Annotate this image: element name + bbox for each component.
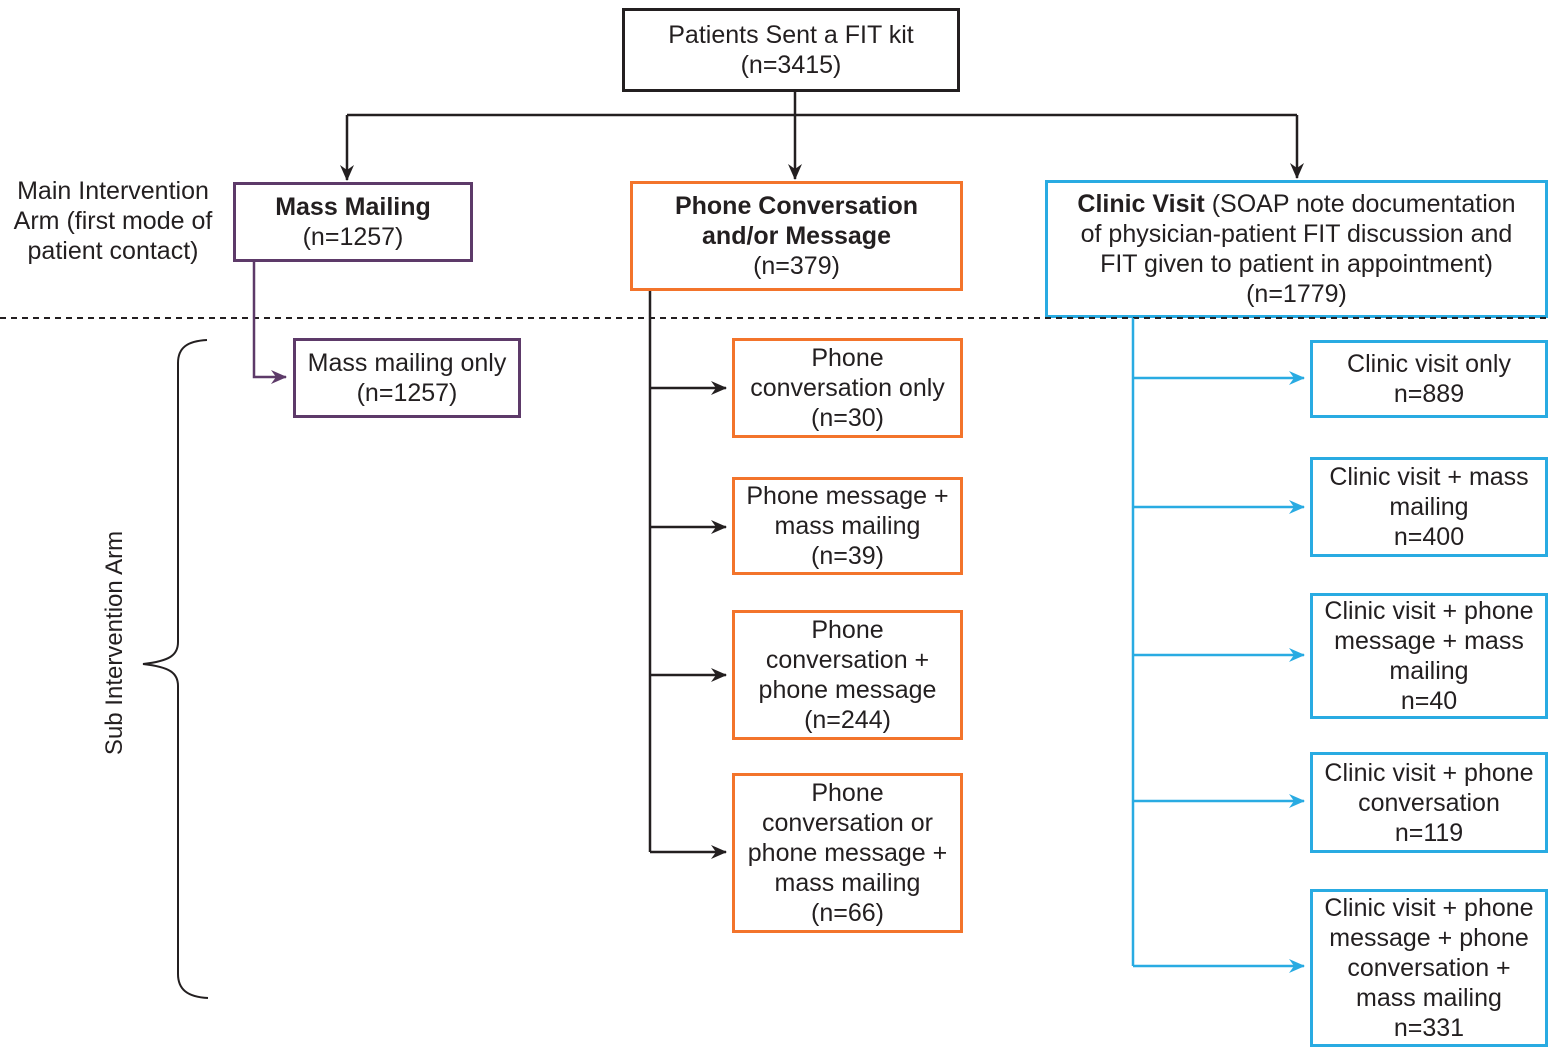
- sub-box-clinic-msg-mass-mailing: Clinic visit + phone message + mass mail…: [1310, 593, 1548, 719]
- sub-box-label: Clinic visit only n=889: [1347, 350, 1511, 408]
- mass-mailing-arm-count: (n=1257): [302, 223, 404, 251]
- sub-box-label: Clinic visit + phone message + mass mail…: [1324, 597, 1534, 715]
- sub-intervention-arm-label: Sub Intervention Arm: [101, 530, 128, 756]
- clinic-arm-text: Clinic Visit (SOAP note documentation of…: [1077, 189, 1515, 309]
- edge-mass-to-sub: [252, 262, 287, 384]
- root-box-label: Patients Sent a FIT kit (n=3415): [668, 21, 914, 79]
- sub-box-phone-conversation-phone-message: Phone conversation + phone message (n=24…: [732, 610, 963, 740]
- clinic-arm-title: Clinic Visit: [1077, 190, 1205, 218]
- mass-mailing-arm-title: Mass Mailing: [275, 193, 431, 221]
- sub-box-label: Clinic visit + phone conversation n=119: [1324, 758, 1534, 847]
- clinic-arm-detail: (SOAP note documentation of physician-pa…: [1080, 190, 1516, 308]
- sub-box-label: Clinic visit + mass mailing n=400: [1329, 463, 1529, 551]
- sub-box-phone-message-mass-mailing: Phone message + mass mailing (n=39): [732, 477, 963, 575]
- sub-box-label: Phone conversation only (n=30): [750, 344, 945, 432]
- clinic-arm-box: Clinic Visit (SOAP note documentation of…: [1045, 180, 1548, 318]
- sub-box-label: Phone conversation or phone message + ma…: [747, 779, 948, 927]
- sub-box-label: Phone message + mass mailing (n=39): [746, 482, 949, 570]
- sub-box-phone-conv-or-msg-mass-mailing: Phone conversation or phone message + ma…: [732, 773, 963, 933]
- phone-arm-text: Phone Conversation and/or Message(n=379): [675, 191, 918, 281]
- sub-box-label: Phone conversation + phone message (n=24…: [758, 616, 937, 734]
- main-intervention-arm-label: Main Intervention Arm (first mode of pat…: [13, 177, 213, 265]
- phone-arm-title: Phone Conversation and/or Message: [674, 192, 919, 250]
- sub-box-label: Mass mailing only (n=1257): [307, 349, 507, 407]
- mass-mailing-arm-text: Mass Mailing(n=1257): [275, 192, 431, 252]
- phone-arm-box: Phone Conversation and/or Message(n=379): [630, 181, 963, 291]
- phone-arm-count: (n=379): [753, 252, 840, 280]
- sub-box-mass-mailing-only: Mass mailing only (n=1257): [293, 338, 521, 418]
- sub-box-clinic-mass-mailing: Clinic visit + mass mailing n=400: [1310, 457, 1548, 557]
- sub-box-clinic-all-modes: Clinic visit + phone message + phone con…: [1310, 889, 1548, 1047]
- root-box: Patients Sent a FIT kit (n=3415): [622, 8, 960, 92]
- sub-box-phone-conversation-only: Phone conversation only (n=30): [732, 338, 963, 438]
- sub-box-clinic-phone-conversation: Clinic visit + phone conversation n=119: [1310, 752, 1548, 853]
- sub-box-label: Clinic visit + phone message + phone con…: [1324, 894, 1534, 1042]
- sub-box-clinic-visit-only: Clinic visit only n=889: [1310, 340, 1548, 418]
- sub-arm-brace: [142, 339, 209, 999]
- mass-mailing-arm-box: Mass Mailing(n=1257): [233, 182, 473, 262]
